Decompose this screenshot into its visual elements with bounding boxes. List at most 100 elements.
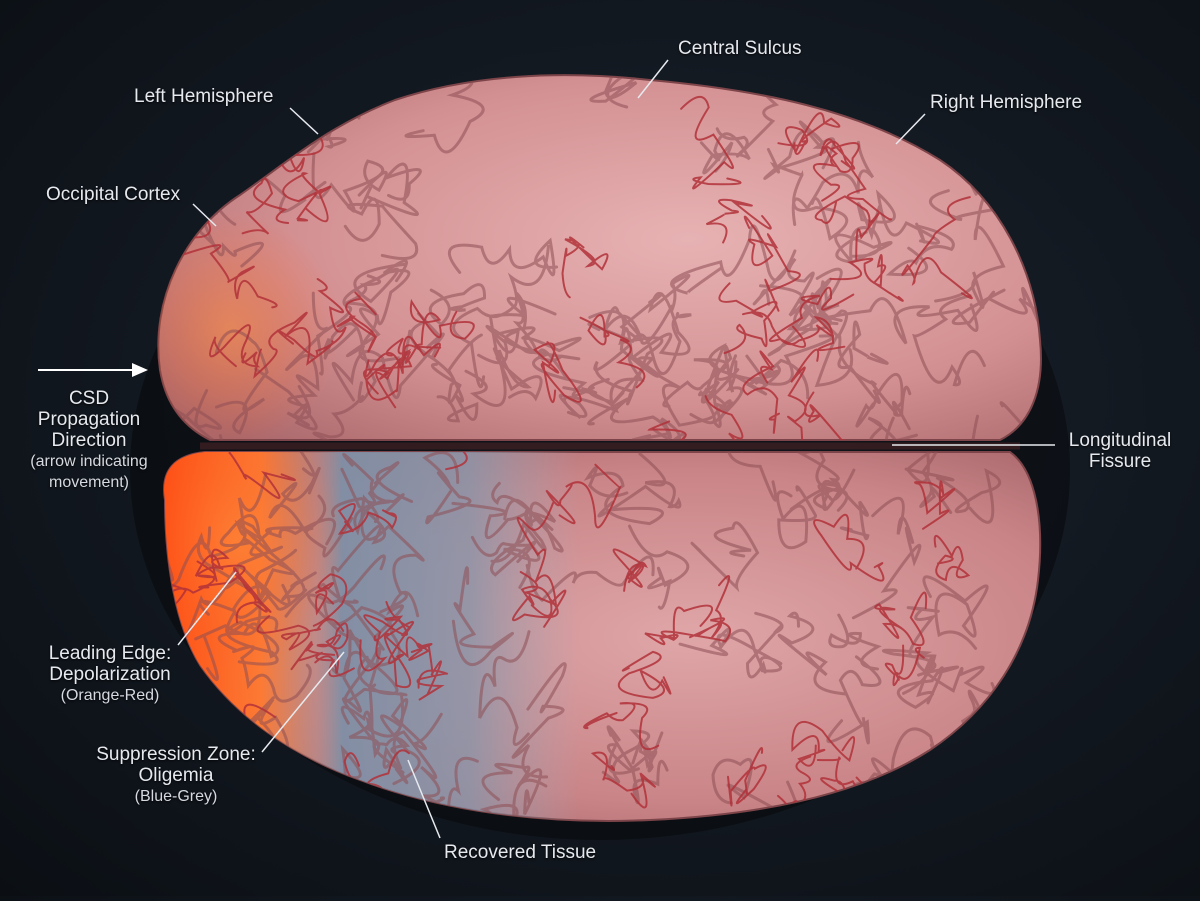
right-hemisphere-shape: [157, 74, 1042, 441]
blood-vessel: [812, 142, 860, 202]
gyrus-fold: [372, 736, 411, 784]
leader-recovered-tissue: [407, 759, 441, 839]
gyrus-fold: [268, 467, 327, 534]
gyrus-fold: [670, 224, 797, 295]
gyrus-fold: [301, 794, 356, 821]
fissure-line-2: Fissure: [1088, 451, 1152, 472]
blood-vessel: [384, 620, 433, 661]
blood-vessel: [545, 463, 622, 529]
gyrus-fold: [284, 582, 420, 651]
suppression-line-1: Suppression Zone:: [96, 744, 256, 765]
gyrus-fold: [905, 452, 953, 514]
blood-vessel: [253, 311, 334, 379]
gyrus-fold: [610, 356, 732, 427]
csd-propagation-arrow: [38, 363, 148, 377]
gyrus-fold: [606, 731, 664, 775]
gyrus-fold: [881, 606, 940, 677]
blood-vessel: [791, 720, 856, 767]
gyrus-fold: [312, 395, 389, 441]
leader-central-sulcus: [637, 59, 669, 99]
gyrus-fold: [232, 645, 312, 703]
blood-vessel: [647, 395, 744, 441]
gyrus-fold: [214, 329, 269, 435]
blood-vessel: [312, 573, 348, 627]
blood-vessel: [914, 480, 956, 530]
gyrus-fold: [686, 452, 778, 502]
label-central-sulcus: Central Sulcus: [678, 38, 802, 59]
gyrus-fold: [340, 684, 381, 759]
gyrus-fold: [828, 613, 882, 671]
gyrus-fold: [855, 372, 912, 428]
gyrus-fold: [780, 452, 870, 541]
csd-line-2: Propagation: [37, 409, 141, 430]
blood-vessel: [416, 643, 449, 701]
gyrus-fold: [300, 75, 366, 116]
blood-vessel: [933, 535, 971, 582]
gyrus-fold: [776, 485, 817, 550]
blood-vessel: [409, 298, 475, 349]
blood-vessel: [617, 650, 672, 699]
label-right-hemisphere: Right Hemisphere: [930, 92, 1083, 113]
gyrus-fold: [628, 524, 690, 610]
blood-vessel: [829, 253, 904, 302]
gyrus-fold: [715, 344, 781, 396]
gyrus-fold: [254, 367, 318, 431]
gyrus-fold: [198, 584, 279, 635]
blood-vessel: [644, 604, 713, 646]
leading-edge-line-1: Leading Edge:: [48, 643, 172, 664]
gyrus-fold: [700, 360, 744, 428]
gyrus-fold: [451, 481, 533, 540]
gyrus-fold: [603, 292, 674, 345]
blood-vessel: [180, 244, 278, 309]
gyrus-fold: [837, 320, 889, 404]
blood-vessel: [590, 751, 656, 809]
gyrus-fold: [331, 332, 445, 402]
gyrus-fold: [789, 468, 856, 512]
leading-edge-line-2: Depolarization: [49, 664, 171, 685]
gyrus-fold: [404, 75, 485, 154]
blood-vessel: [365, 356, 413, 409]
label-csd-propagation-direction: CSD Propagation Direction (arrow indicat…: [4, 388, 174, 493]
gyrus-fold: [422, 452, 472, 525]
blood-vessel: [385, 337, 441, 369]
blood-vessel: [314, 622, 349, 674]
csd-line-3: Direction: [51, 430, 127, 451]
gyrus-fold: [690, 521, 760, 593]
blood-vessel: [804, 391, 873, 441]
blood-vessel: [612, 548, 648, 592]
blood-vessel: [579, 314, 646, 389]
blood-vessel: [680, 95, 742, 190]
gyrus-fold: [630, 417, 681, 441]
blood-vessel: [813, 513, 885, 582]
blood-vessel: [743, 215, 801, 312]
blood-vessel: [884, 644, 925, 687]
gyrus-fold: [478, 630, 531, 746]
blood-vessel: [209, 324, 261, 368]
blood-vessel: [233, 566, 272, 624]
blood-vessel: [768, 286, 855, 348]
blood-vessel: [228, 452, 296, 499]
blood-vessel: [359, 614, 409, 672]
label-left-hemisphere: Left Hemisphere: [134, 86, 274, 107]
gyrus-fold: [856, 189, 941, 245]
gyrus-fold: [904, 467, 1002, 524]
gyrus-fold: [380, 698, 443, 786]
leader-occipital-cortex: [192, 203, 217, 227]
blood-vessel: [241, 177, 290, 235]
gyrus-fold: [797, 452, 849, 512]
leading-edge-line-3: (Orange-Red): [60, 687, 160, 704]
gyrus-fold: [511, 662, 567, 779]
gyrus-fold: [902, 654, 996, 695]
blood-vessel: [256, 615, 345, 651]
leader-lines: [177, 59, 1055, 839]
blood-vessel: [727, 747, 767, 807]
gyrus-fold: [343, 197, 419, 260]
gyrus-fold: [360, 494, 425, 614]
csd-line-1: CSD: [68, 388, 110, 409]
gyrus-fold: [491, 326, 595, 398]
gyrus-fold: [488, 296, 557, 389]
leader-left-hemisphere: [289, 107, 319, 135]
gyrus-fold: [766, 148, 849, 241]
